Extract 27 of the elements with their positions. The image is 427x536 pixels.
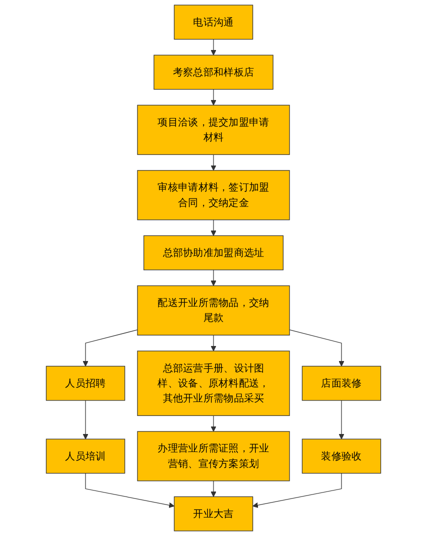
arrow <box>210 38 216 56</box>
arrow <box>210 270 216 286</box>
arrow <box>289 330 344 366</box>
node-box: 人员培训 <box>46 438 126 474</box>
node-box: 总部运营手册、设计图样、设备、原材料配送，其他开业所需物品采买 <box>137 350 290 416</box>
arrow <box>82 330 138 366</box>
node-box: 总部协助准加盟商选址 <box>143 235 284 270</box>
arrow <box>210 334 216 352</box>
node-box: 项目洽谈，提交加盟申请材料 <box>137 104 290 155</box>
arrow <box>82 400 88 440</box>
node-box: 审核申请材料，签订加盟合同，交纳定金 <box>137 170 290 220</box>
node-box: 开业大吉 <box>174 496 254 532</box>
arrow <box>210 154 216 171</box>
arrow <box>210 480 216 497</box>
arrow <box>338 400 344 440</box>
arrow <box>210 220 216 236</box>
node-box: 考察总部和样板店 <box>154 54 274 90</box>
arrow <box>210 89 216 106</box>
node-box: 配送开业所需物品，交纳尾款 <box>137 285 290 336</box>
node-box: 店面装修 <box>302 366 382 401</box>
node-box: 电话沟通 <box>174 4 254 40</box>
arrow <box>85 472 174 508</box>
arrow <box>252 472 342 508</box>
node-box: 人员招聘 <box>46 366 126 401</box>
node-box: 装修验收 <box>302 438 382 474</box>
node-box: 办理营业所需证照，开业营销、宣传方案策划 <box>137 431 290 482</box>
arrow <box>210 415 216 432</box>
